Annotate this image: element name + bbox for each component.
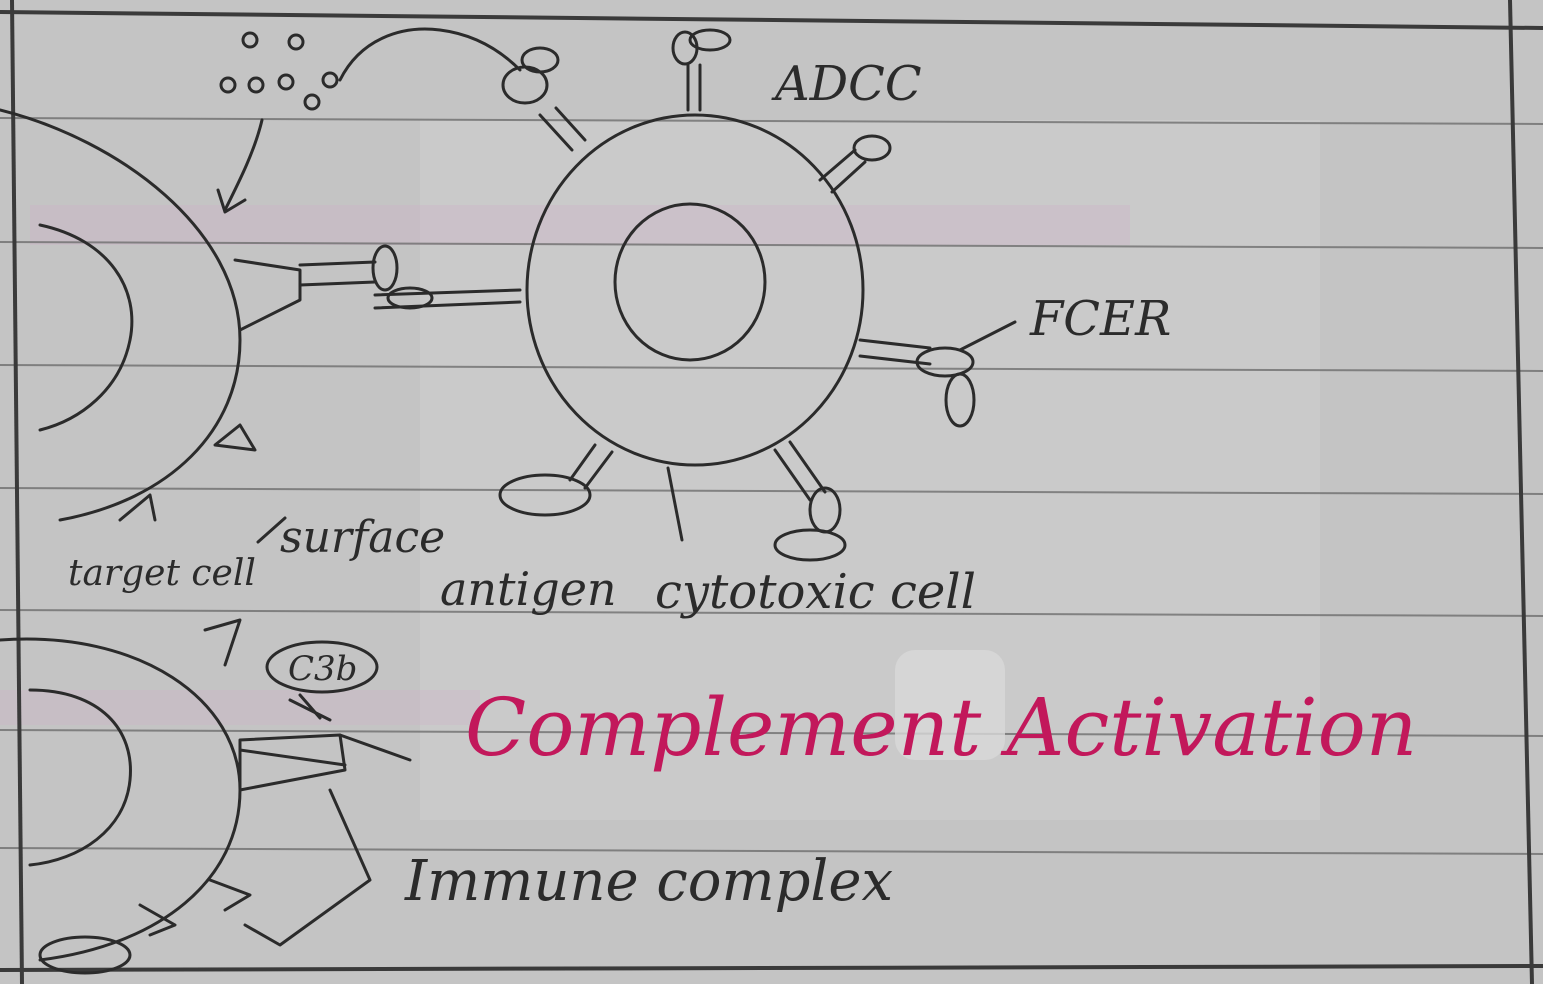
immune-complex-label: Immune complex (404, 849, 893, 914)
adcc-label: ADCC (771, 56, 922, 112)
target-cell-label: target cell (68, 553, 256, 594)
c3b-label: C3b (288, 649, 357, 689)
cytotoxic-cell-label: cytotoxic cell (655, 564, 976, 620)
complement-activation-heading: Complement Activation (465, 681, 1417, 774)
surface-label: surface (280, 512, 445, 563)
fcer-label: FCER (1029, 291, 1171, 347)
antigen-label: antigen (440, 562, 617, 616)
